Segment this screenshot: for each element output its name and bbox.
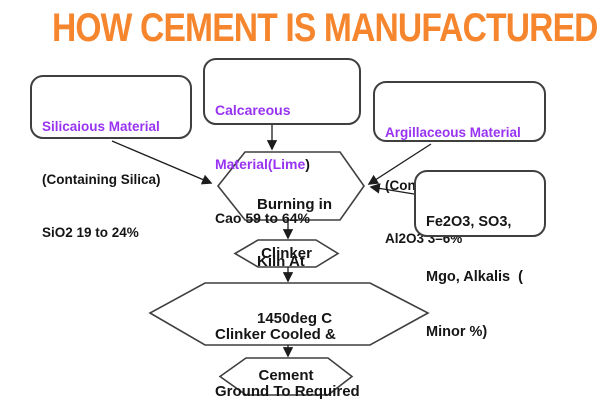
silicaious-material-title: Silicaious Material [42,119,160,134]
arrow-argillaceous-to-kiln [367,143,432,185]
cement-hexagon [218,357,354,396]
argillaceous-material-title: Argillaceous Material [385,125,521,140]
silicaious-material-percent: SiO2 19 to 24% [42,225,139,240]
calcareous-title-line2-paren: ) [305,156,310,172]
calcareous-material-title-line1: Calcareous [215,102,291,118]
page-title-text: HOW CEMENT IS MANUFACTURED [51,6,598,50]
burning-kiln-line1: Burning in [257,196,332,213]
minor-oxides-box: Fe2O3, SO3, Mgo, Alkalis ( Minor %) [414,170,546,340]
clinker-cooled-label: Clinker Cooled & Ground To Required Fine… [215,287,360,401]
argillaceous-material-box: Argillaceous Material (Containing Alumin… [373,81,546,246]
calcareous-material-percent: Cao 59 to 64% [215,210,310,226]
arrow-minor-oxides-to-kiln [369,183,415,195]
burning-kiln-line2: Kiln At [257,253,305,270]
burning-kiln-label: Burning in Kiln At 1450deg C [257,157,332,366]
clinker-cooled-line2: Ground To Required [215,383,360,400]
minor-oxides-line2: Mgo, Alkalis ( [426,269,523,285]
burning-kiln-hexagon [216,151,365,221]
arrow-silicaious-to-kiln [111,140,213,185]
page-title: HOW CEMENT IS MANUFACTURED [0,6,600,51]
calcareous-material-box: Calcareous Material(Lime) Cao 59 to 64% [203,58,361,226]
calcareous-material-title-line2: Material(Lime) [215,155,349,173]
silicaious-material-detail: (Containing Silica) [42,172,161,187]
clinker-hexagon [233,239,340,268]
clinker-cooled-line1: Clinker Cooled & [215,326,336,343]
silicaious-material-box: Silicaious Material (Containing Silica) … [30,75,192,240]
minor-oxides-line1: Fe2O3, SO3, [426,214,512,230]
calcareous-title-line2-purple: Material(Lime [215,156,306,172]
clinker-cooled-hexagon [148,282,430,346]
cement-label: Cement [258,367,314,384]
clinker-label: Clinker [261,245,312,262]
burning-kiln-line3: 1450deg C [257,310,333,327]
minor-oxides-line3: Minor %) [426,324,488,340]
